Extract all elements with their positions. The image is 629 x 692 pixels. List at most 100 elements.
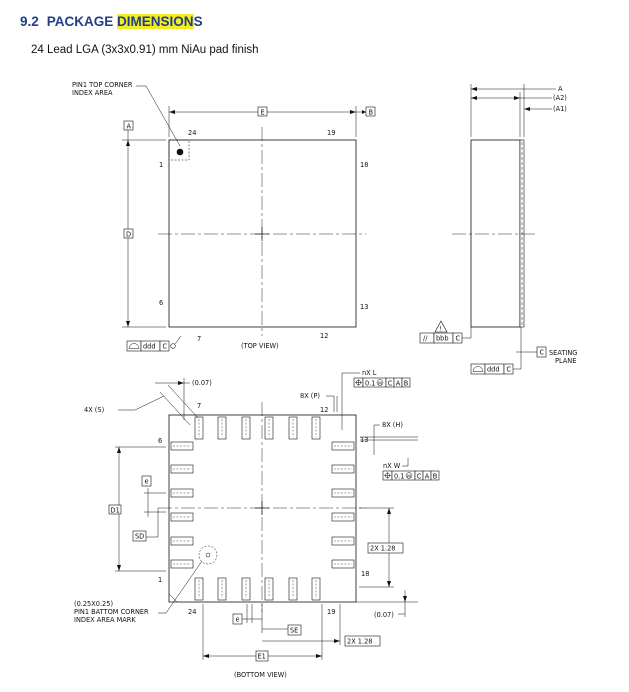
pin1-top-note-2: INDEX AREA <box>72 89 113 97</box>
arrow-e-right <box>350 110 356 114</box>
dim-e-small-label: e <box>145 478 149 486</box>
dim-2x128-v-label: 2X 1.28 <box>370 545 396 553</box>
top-pin-24: 24 <box>188 129 196 137</box>
datum-b-box <box>365 106 376 117</box>
datum-c-box <box>536 346 547 358</box>
pin1-bottom-mark-circle <box>198 545 218 565</box>
arrow-2x128-v-top <box>387 508 391 514</box>
dim-4xs-label: 4X (S) <box>84 406 104 414</box>
dim-8xp-label: 8X (P) <box>300 392 320 400</box>
dim-007-top-arrow <box>178 381 184 385</box>
arrow-a1-right <box>524 107 530 111</box>
seating-label-1: SEATING <box>549 349 577 357</box>
fcf1-tol: 0.1 <box>365 380 376 388</box>
dim-8xh-label: 8X (H) <box>382 421 403 429</box>
dim-box-d <box>123 228 134 239</box>
datum-a-label: A <box>127 123 132 131</box>
section-title-highlight: DIMENSION <box>117 14 194 29</box>
top-tol-value: ddd <box>143 343 156 351</box>
dim-4xs-leader2 <box>134 395 165 411</box>
arrow-e1-left <box>203 654 209 658</box>
bottom-pin-6: 6 <box>158 437 162 445</box>
top-pin-6: 6 <box>159 299 163 307</box>
side-flat-value: ddd <box>487 366 500 374</box>
top-view-caption: (TOP VIEW) <box>241 342 279 350</box>
top-pin-13: 13 <box>360 303 368 311</box>
arrow-2x128-h-right <box>334 639 340 643</box>
bottom-pin-1: 1 <box>158 576 162 584</box>
side-parallel-frame: ! // bbb C <box>419 320 463 344</box>
fcf1-d2: A <box>396 380 401 388</box>
dim-d1-label: D1 <box>111 507 120 515</box>
section-title: PACKAGE <box>46 14 118 29</box>
dim-007-top-label: (0.07) <box>192 379 212 387</box>
dim-box-d1 <box>108 504 122 515</box>
package-subtitle: 24 Lead LGA (3x3x0.91) mm NiAu pad finis… <box>31 44 259 56</box>
arrow-2x128-v-bottom <box>387 581 391 587</box>
dim-a-label: A <box>558 85 563 93</box>
section-number: 9.2 <box>20 14 39 29</box>
pin1-index-area <box>168 139 190 161</box>
dim-box-e <box>257 106 268 117</box>
pin1-bottom-leader <box>158 560 203 614</box>
datum-b-arrow <box>362 110 366 114</box>
arrow-e1-right <box>316 654 322 658</box>
fcf2-tol: 0.1 <box>394 473 405 481</box>
arrow-a2-right <box>514 96 520 100</box>
dim-sd-label: SD <box>135 533 144 541</box>
fcf2-d3: B <box>433 473 438 481</box>
top-view-body <box>168 139 357 328</box>
fcf2-d1: C <box>417 473 422 481</box>
side-view: A (A2) (A1) ! // bbb C ddd C C <box>419 84 577 375</box>
dim-box-2x128-v <box>367 542 404 554</box>
top-pin-18: 18 <box>360 161 368 169</box>
pin1-bottom-mark <box>205 552 211 558</box>
side-tol-value: bbb <box>436 335 449 343</box>
pin1-top-note-1: PIN1 TOP CORNER <box>72 81 133 89</box>
top-pin-1: 1 <box>159 161 163 169</box>
dim-box-sd <box>132 530 147 542</box>
pin1-top-leader <box>136 85 181 147</box>
pin1-bottom-note-1: PIN1 BATTOM CORNER <box>74 608 149 616</box>
side-tol-datum: C <box>456 335 461 343</box>
top-tol-datum: C <box>163 343 168 351</box>
dim-4xs-line-1 <box>159 391 191 426</box>
dim-e-label: E <box>261 109 265 117</box>
fcf2-mod: M <box>407 474 411 480</box>
top-view: PIN1 TOP CORNER INDEX AREA E B A D 24 19… <box>72 81 376 352</box>
fcf1-d3: B <box>404 380 409 388</box>
fcf2-d2: A <box>425 473 430 481</box>
dim-box-2x128-h <box>344 635 381 647</box>
top-tol-leader <box>174 335 182 345</box>
bottom-view: (0.07) 4X (S) 7 12 6 13 1 18 24 19 8X (P… <box>74 369 440 679</box>
dim-box-se <box>287 624 302 636</box>
arrow-d-bottom <box>126 321 130 327</box>
top-pin-12: 12 <box>320 332 328 340</box>
arrow-d-top <box>126 140 130 146</box>
dim-025-label: (0.25X0.25) <box>74 600 113 608</box>
side-flatness-frame: ddd C <box>470 363 514 375</box>
pin1-corner-chamfer <box>168 593 178 603</box>
side-warning-mark: ! <box>440 326 442 333</box>
arrow-a2-left <box>471 96 477 100</box>
datum-c-label: C <box>540 349 545 357</box>
side-tol-symbol: // <box>423 335 428 343</box>
datum-a-box <box>123 120 134 131</box>
bottom-pin-18: 18 <box>361 570 369 578</box>
dim-a1-label: (A1) <box>553 105 567 113</box>
side-flat-datum: C <box>507 366 512 374</box>
dim-a2-label: (A2) <box>553 94 567 102</box>
dim-nxw-label: nX W <box>383 462 401 470</box>
bottom-fcf-1: 0.1 M C A B <box>353 377 411 388</box>
top-pin-19: 19 <box>327 129 335 137</box>
fcf1-d1: C <box>388 380 393 388</box>
bottom-pin-7: 7 <box>197 402 201 410</box>
pin1-bottom-note-2: INDEX AREA MARK <box>74 616 136 624</box>
bottom-view-body <box>168 414 357 603</box>
bottom-view-caption: (BOTTOM VIEW) <box>234 671 287 679</box>
top-pin-7: 7 <box>197 335 201 343</box>
section-title-end: S <box>193 14 203 29</box>
seating-label-2: PLANE <box>555 357 576 365</box>
dim-box-e-small <box>141 475 152 487</box>
